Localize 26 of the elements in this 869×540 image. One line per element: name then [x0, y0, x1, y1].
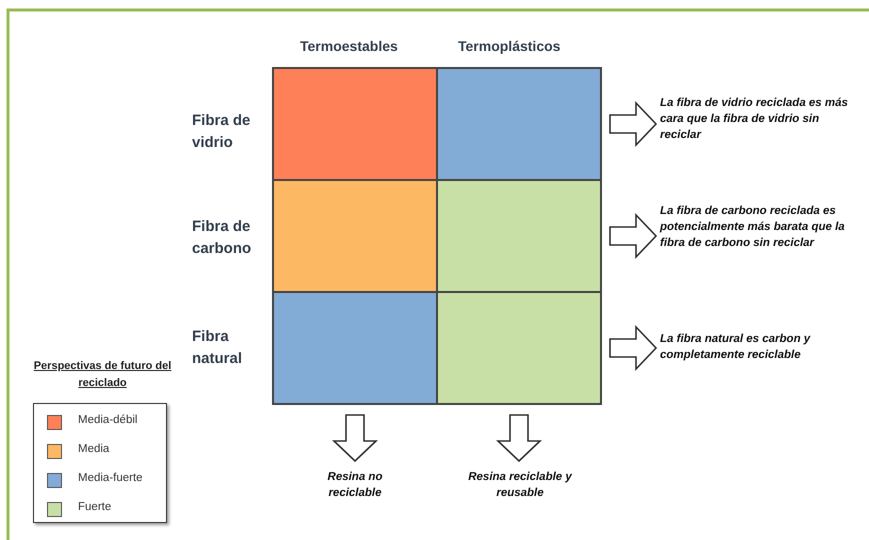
block-arrow: [609, 213, 658, 259]
legend-label: Media-fuerte: [78, 472, 143, 484]
block-arrow: [496, 414, 542, 462]
note-text: La fibra de carbono reciclada es potencialmente más barata que la fibra de carbono sin reciclar: [660, 203, 855, 251]
note-text: La fibra natural es carbon y completamente reciclable: [660, 331, 855, 363]
column-header: Termoplásticos: [458, 38, 560, 54]
matrix-cell: [272, 179, 438, 293]
legend-label: Media-débil: [78, 414, 138, 426]
row-label: Fibra de vidrio: [192, 111, 252, 153]
block-arrow: [332, 414, 378, 462]
row-label: Fibra de carbono: [192, 217, 252, 259]
matrix-cell: [272, 67, 438, 181]
matrix-cell: [272, 291, 438, 405]
note-text: Resina reciclable y reusable: [455, 469, 585, 501]
matrix-cell: [436, 291, 602, 405]
block-arrow: [609, 101, 658, 147]
matrix-cell: [436, 179, 602, 293]
column-header: Termoestables: [300, 38, 398, 54]
matrix-cell: [436, 67, 602, 181]
legend-label: Fuerte: [78, 501, 112, 513]
row-label: Fibra natural: [192, 327, 244, 369]
legend-title: Perspectivas de futuro del reciclado: [32, 359, 172, 391]
legend-label: Media: [78, 443, 110, 455]
block-arrow: [609, 325, 658, 371]
note-text: Resina no reciclable: [300, 469, 410, 501]
note-text: La fibra de vidrio reciclada es más cara que la fibra de vidrio sin reciclar: [660, 95, 855, 143]
